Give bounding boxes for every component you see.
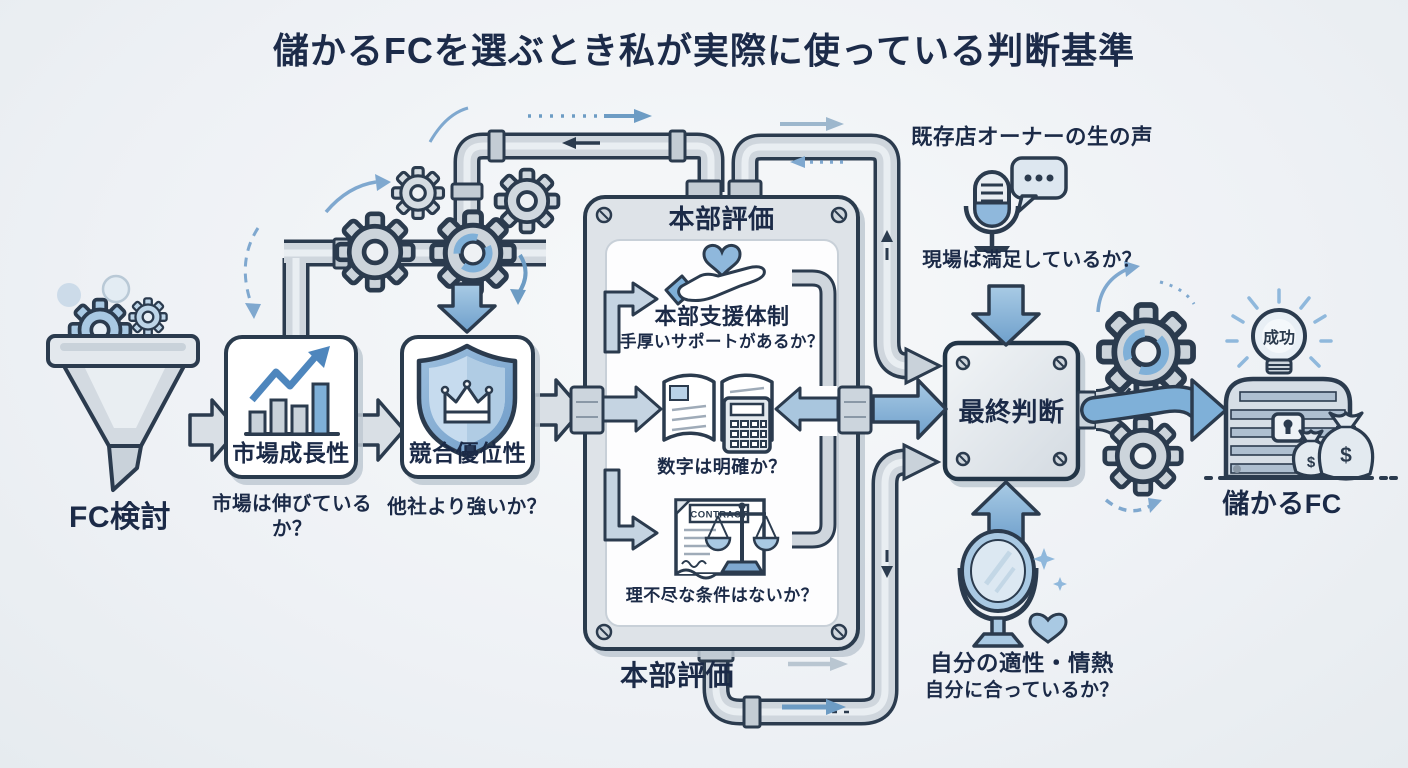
- funnel-icon: [46, 297, 200, 492]
- hq-support-question: 手厚いサポートがあるか？: [620, 333, 824, 351]
- page-title: 儲かるFCを選ぶとき私が実際に使っている判断基準: [272, 30, 1136, 71]
- blue-arrow-hq-to-final: [871, 378, 948, 440]
- sparkle-icon: [1033, 548, 1067, 591]
- market-question: 市場は伸びているか？: [211, 493, 372, 541]
- competition-box: [400, 335, 535, 479]
- hand-heart-icon: [664, 244, 766, 306]
- book-calculator-icon: [662, 373, 774, 454]
- goal-label: 儲かるFC: [1222, 489, 1342, 519]
- mirror-icon: [957, 529, 1039, 648]
- final-decision-box: [942, 340, 1098, 482]
- hq-support-label: 本部支援体制: [654, 304, 790, 329]
- market-box: [224, 335, 358, 479]
- flow-arrow-decor: [243, 106, 848, 715]
- hq-panel-title: 本部評価: [668, 204, 775, 234]
- competition-label: 競合優位性: [408, 440, 527, 466]
- heart-icon: [1028, 612, 1068, 644]
- owners-question: 現場は満足しているか？: [922, 249, 1142, 271]
- self-question: 自分に合っているか？: [924, 680, 1120, 701]
- owners-header: 既存店オーナーの生の声: [910, 125, 1153, 149]
- competition-question: 他社より強いか？: [387, 496, 547, 518]
- inner-pipes-right: [792, 269, 837, 549]
- inner-arrow-back-to-numbers: [774, 386, 840, 432]
- market-label: 市場成長性: [232, 440, 350, 466]
- blue-arrow-owners-to-final: [971, 284, 1041, 347]
- dollar-sign: $: [1307, 454, 1316, 471]
- hq-contract-question: 理不尽な条件はないか？: [625, 586, 819, 605]
- money-bag-icon: $ $: [1292, 411, 1375, 481]
- growth-chart-icon: [244, 346, 340, 436]
- hq-bottom-label: 本部評価: [619, 660, 734, 691]
- gear-cluster-icon: [337, 165, 561, 295]
- blue-arrow-final-to-goal: [1190, 378, 1228, 442]
- inner-arrow-contract: [603, 468, 659, 551]
- self-label: 自分の適性・情熱: [929, 651, 1114, 676]
- pipe-network: [282, 129, 944, 729]
- hq-panel: CONTRACT: [583, 195, 860, 651]
- panel-screws: [595, 206, 848, 641]
- bulb-text: 成功: [1263, 328, 1295, 347]
- treasure-chest-icon: [1223, 376, 1353, 480]
- microphone-icon: [963, 170, 1021, 252]
- contract-scale-icon: CONTRACT: [674, 498, 780, 580]
- shield-crown-icon: [416, 343, 518, 459]
- bubble-decor: [57, 274, 131, 307]
- blue-arrow-self-to-final: [971, 480, 1041, 546]
- inner-arrow-numbers: [598, 385, 663, 433]
- inner-arrow-support: [603, 281, 659, 354]
- junction-connector: [569, 385, 873, 435]
- dollar-sign: $: [1340, 444, 1352, 467]
- arrow-market-to-competition: [354, 398, 406, 462]
- speech-bubble-icon: [1010, 156, 1068, 214]
- start-label: FC検討: [69, 501, 171, 534]
- lightbulb-icon: 成功: [1225, 288, 1333, 375]
- final-decision-label: 最終判断: [958, 397, 1065, 427]
- arrow-competition-to-hq: [532, 378, 584, 442]
- output-gears: [1080, 261, 1228, 513]
- hq-numbers-question: 数字は明確か？: [657, 457, 787, 477]
- blue-arrow-into-competition: [437, 282, 497, 334]
